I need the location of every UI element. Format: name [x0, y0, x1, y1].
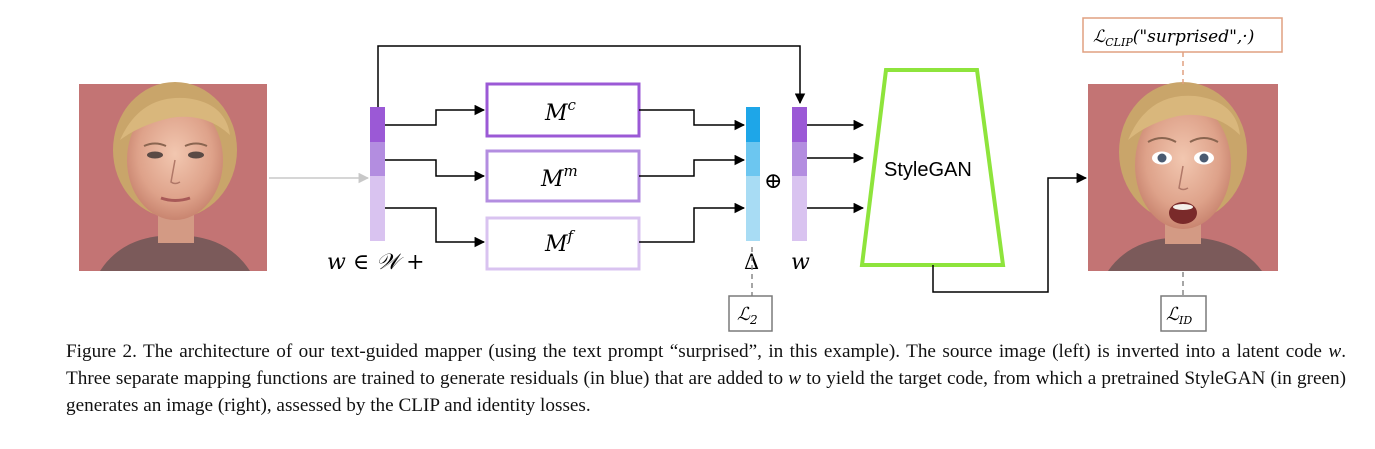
add-symbol: ⊕ — [764, 169, 782, 194]
residual-coarse-segment — [746, 107, 760, 142]
residual-fine-segment — [746, 176, 760, 241]
output-coarse-segment — [792, 107, 807, 142]
stylegan-label: StyleGAN — [884, 159, 972, 181]
residual-column — [746, 107, 760, 241]
arrow-to-medium-mapper — [385, 159, 486, 182]
mapper-coarse-box — [485, 82, 641, 138]
id-loss-box — [1160, 295, 1207, 332]
latent-medium-segment — [370, 142, 385, 176]
skip-connection-arrow — [377, 45, 806, 107]
latent-coarse-segment — [370, 107, 385, 142]
mapper-medium-label: Mm — [540, 162, 578, 192]
generation-arrow — [932, 172, 1088, 293]
arrow-to-fine-mapper — [385, 207, 486, 248]
arrow-fine-to-delta — [639, 202, 746, 243]
latent-label: w ∈ 𝒲 + — [327, 250, 425, 275]
output-medium-segment — [792, 142, 807, 176]
arrow-coarse-to-delta — [639, 109, 746, 131]
residual-medium-segment — [746, 142, 760, 176]
l2-loss-label: ℒ2 — [737, 304, 758, 327]
arrow-to-coarse-mapper — [385, 104, 486, 126]
id-loss-label: ℒID — [1166, 304, 1192, 327]
latent-code-column — [370, 107, 385, 241]
output-fine-segment — [792, 176, 807, 241]
mapper-fine-box — [485, 216, 641, 271]
target-face-image — [1088, 82, 1278, 271]
mapper-coarse-label: Mc — [544, 96, 577, 126]
w-label: w — [791, 250, 810, 275]
mapper-fine-label: Mf — [544, 227, 576, 257]
figure-caption: Figure 2. The architecture of our text-g… — [66, 341, 1346, 416]
delta-label: Δ — [744, 250, 759, 274]
source-face-image — [79, 82, 267, 271]
l2-loss-box — [728, 295, 773, 332]
clip-loss-label: ℒCLIP("surprised",·) — [1093, 27, 1254, 49]
latent-fine-segment — [370, 176, 385, 241]
stylegan-block — [859, 68, 1006, 267]
clip-loss-box — [1082, 17, 1283, 53]
output-w-column — [792, 107, 807, 241]
arrow-medium-to-delta — [639, 154, 746, 177]
